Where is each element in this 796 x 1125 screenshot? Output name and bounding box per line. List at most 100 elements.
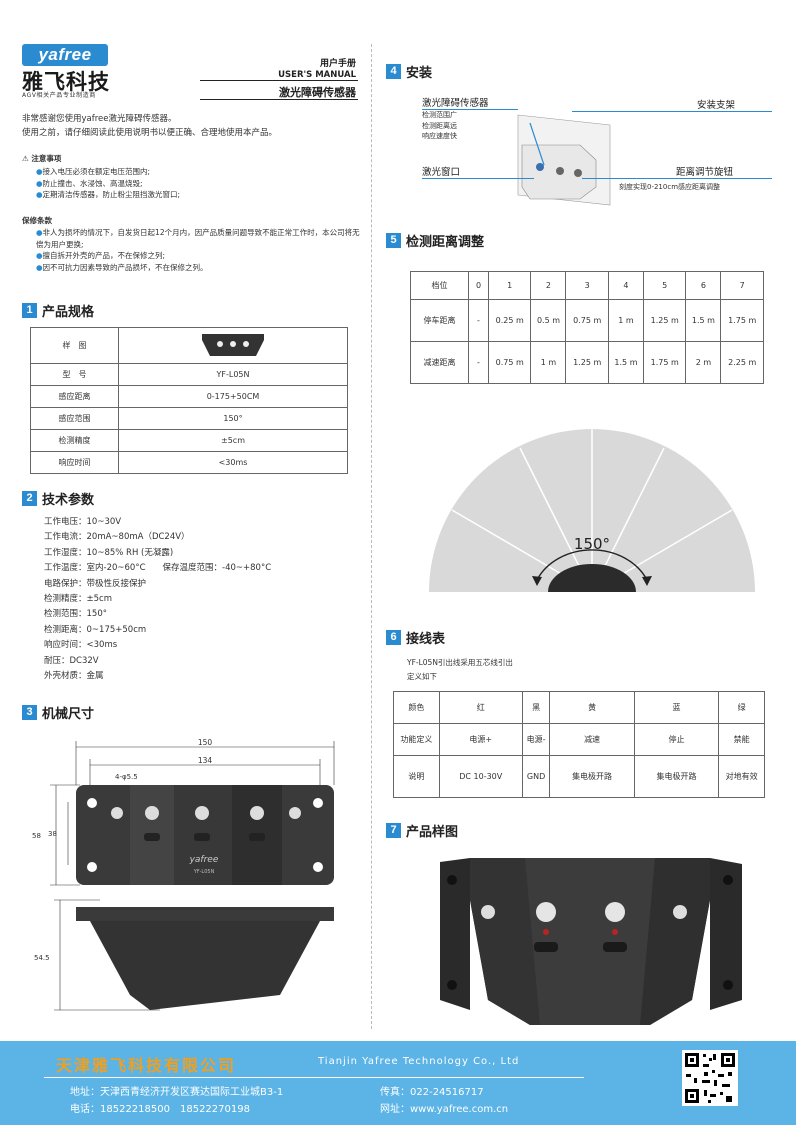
cell: 1 m [607,299,644,342]
cell: 响应时间 [30,451,119,474]
cell: 4 [607,271,644,300]
install-features: 检测范围广 检测距离远 响应速度快 [422,110,457,142]
list-item: ●因不可抗力因素导致的产品损坏，不在保修之列。 [36,262,208,272]
warning-icon: ⚠ [22,154,29,163]
drawing-brand: yafree [189,855,219,865]
table-row: 样 图 [30,327,348,364]
cell: 0.25 m [487,299,532,342]
footer-company-cn: 天津雅飞科技有限公司 [56,1056,237,1075]
cell [118,327,348,364]
param-line: 检测距离：0~175+50cm [44,624,147,635]
intro-line2: 使用之前，请仔细阅读此使用说明书以便正确、合理地使用本产品。 [22,128,278,138]
cell: 电源- [521,723,551,756]
param-line: 电路保护：带极性反接保护 [44,578,147,589]
list-item: ●擅自拆开外壳的产品，不在保修之列; [36,251,166,260]
cell: 7 [720,271,764,300]
warranty-title: 保修条款 [22,216,52,225]
cell: 3 [565,271,609,300]
leader-line [572,111,772,112]
detection-fan: 150° [429,429,755,593]
table-row: 功能定义电源+电源-减速停止禁能 [393,723,765,756]
product-thumb [202,333,264,356]
cell: 蓝 [633,691,720,724]
footer [0,1041,796,1125]
cell: 档位 [410,271,469,300]
param-line: 响应时间：<30ms [44,640,118,651]
product-photo [440,858,742,1025]
dim-hole: 4-φ5.5 [115,773,138,781]
table-row: 颜色红黑黄蓝绿 [393,691,765,724]
cell: 颜色 [393,691,440,724]
cell: 减速距离 [410,341,469,384]
table-row: 检测精度±5cm [30,429,348,452]
install-label-knob: 距离调节旋钮 [676,167,734,178]
cell: 黄 [549,691,635,724]
list-item: ●接入电压必须在额定电压范围内; [36,167,151,176]
cell: 1.25 m [642,299,687,342]
intro-line1: 非常感谢您使用yafree激光障碍传感器。 [22,114,177,124]
tech-params: 工作电压：10~30V 工作电流：20mA~80mA（DC24V） 工作湿度：1… [44,515,271,684]
cell: 150° [118,407,348,430]
fan-angle-label: 150° [574,535,610,553]
feature-line: 检测距离远 [422,121,457,130]
leader-line [422,109,518,110]
cell: 说明 [393,755,440,798]
cell: 5 [642,271,687,300]
list-item: ●非人为损坏的情况下，自发货日起12个月内，因产品质量问题导致不能正常工作时，本… [36,228,360,249]
install-label-sensor: 激光障碍传感器 [422,98,489,109]
footer-phone: 电话：18522218500 18522270198 [70,1104,250,1115]
cell: 2 [530,271,567,300]
cell: GND [521,755,551,798]
product-title: 激光障碍传感器 [279,86,356,99]
param-line: 外壳材质：金属 [44,671,104,682]
cell: 功能定义 [393,723,440,756]
param-line: 检测精度：±5cm [44,594,112,605]
cell: 1 [487,271,532,300]
cell: YF-L05N [118,363,348,386]
footer-website[interactable]: 网址：www.yafree.com.cn [380,1104,509,1115]
leader-line [422,178,534,179]
cell: DC 10-30V [438,755,523,798]
column-divider [371,44,372,1029]
cell: 集电极开路 [633,755,720,798]
cell: 电源+ [438,723,523,756]
manual-en: USER'S MANUAL [278,70,356,80]
dim-58: 58 [32,832,41,840]
cell: 2 m [685,341,722,384]
cell: ±5cm [118,429,348,452]
header-rule [200,80,358,81]
install-label-bracket: 安装支架 [697,100,736,111]
logo-cn: 雅飞科技 [22,70,110,94]
leader-line [582,178,772,179]
cell: 感应距离 [30,385,119,408]
cell: <30ms [118,451,348,474]
dim-134: 134 [198,756,213,765]
cell: 6 [685,271,722,300]
list-item: ●定期清洁传感器，防止粉尘阻挡激光窗口; [36,190,181,199]
cell: 型 号 [30,363,119,386]
cell: 对地有效 [718,755,765,798]
drawing-model: YF-L05N [193,869,215,875]
list-item: ●防止撞击、水浸蚀、高温烧毁; [36,178,143,188]
footer-rule [44,1077,584,1078]
cell: 2.25 m [720,341,764,384]
param-line: 工作温度：室内-20~60°C 保存温度范围：-40~+80°C [44,563,272,574]
param-line: 工作湿度：10~85% RH (无凝露) [44,547,174,558]
param-line: 工作电流：20mA~80mA（DC24V） [44,532,190,543]
cell: 1 m [530,341,567,384]
cell: 1.5 m [607,341,644,384]
footer-company-en: Tianjin Yafree Technology Co., Ltd [318,1056,520,1067]
install-illustration [517,114,611,206]
logo-en: yafree [22,44,108,66]
